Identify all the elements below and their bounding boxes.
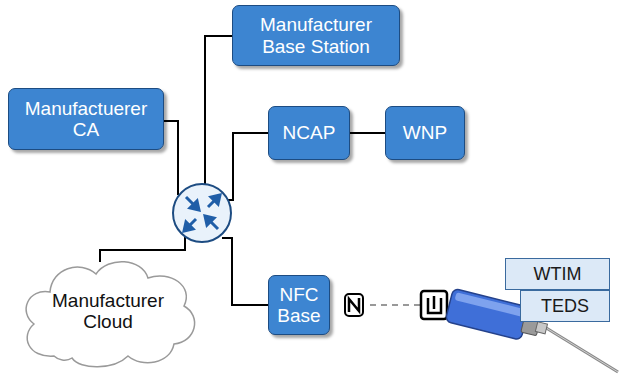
node-label: Manufacturer Cloud xyxy=(40,290,176,333)
cloud-wire xyxy=(100,236,185,262)
nfc-base-wire xyxy=(222,238,268,305)
base-station-wire xyxy=(205,36,232,184)
node-label: WTIM xyxy=(534,264,582,284)
node-label: NCAP xyxy=(283,122,336,143)
nfc-link xyxy=(370,304,420,306)
node-label: TEDS xyxy=(541,296,589,316)
device-box: Manufactuerer CA xyxy=(8,88,164,150)
node-label: NFC Base xyxy=(273,284,325,327)
module-panel: WTIM xyxy=(505,258,610,290)
sensor-device xyxy=(445,288,618,372)
nfc-logo xyxy=(345,294,363,316)
router-symbol xyxy=(173,184,231,242)
nfc-antenna-icon xyxy=(421,291,447,319)
cloud-path xyxy=(26,262,194,367)
ca-wire xyxy=(164,121,178,195)
node-label: WNP xyxy=(403,122,447,143)
device-box: NFC Base xyxy=(268,275,330,335)
node-label: Manufacturer Base Station xyxy=(237,14,395,57)
device-box: NCAP xyxy=(268,106,350,160)
network-link xyxy=(350,132,385,134)
ncap-wire xyxy=(228,133,268,200)
cloud-shape: Manufacturer Cloud xyxy=(14,250,202,372)
device-box: Manufacturer Base Station xyxy=(232,5,400,66)
module-panel: TEDS xyxy=(520,290,610,322)
device-box: WNP xyxy=(385,106,465,160)
node-label: Manufactuerer CA xyxy=(13,98,159,141)
